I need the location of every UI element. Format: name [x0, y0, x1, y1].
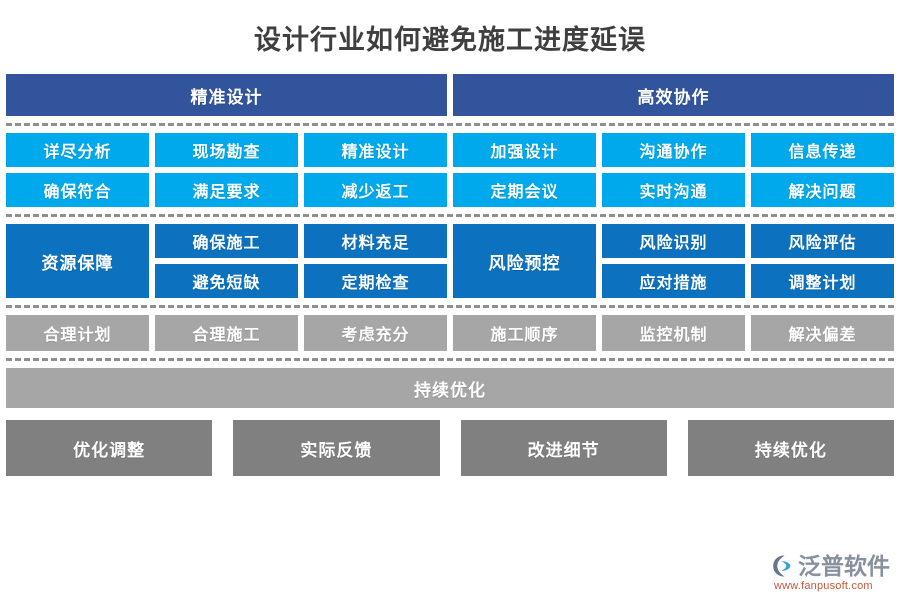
fanpu-logo-icon — [773, 555, 791, 577]
blue-half-left: 资源保障 确保施工 避免短缺 材料充足 定期检查 — [6, 224, 447, 298]
bottom-cell-continuous-optimization[interactable]: 持续优化 — [687, 420, 894, 476]
bottom-row: 优化调整 实际反馈 改进细节 持续优化 — [6, 420, 894, 476]
gray-cell-reasonable-construction[interactable]: 合理施工 — [155, 315, 298, 351]
gray-cell-reasonable-plan[interactable]: 合理计划 — [6, 315, 149, 351]
title-container: 设计行业如何避免施工进度延误 — [6, 0, 894, 74]
blue-cell-response-measures[interactable]: 应对措施 — [602, 264, 745, 298]
blue-cell-risk-assessment[interactable]: 风险评估 — [751, 224, 894, 258]
blue-right-col-2: 风险评估 调整计划 — [751, 224, 894, 298]
cyan-cell-site-survey[interactable]: 现场勘查 — [155, 133, 298, 167]
cyan-cell-information-transfer[interactable]: 信息传递 — [751, 133, 894, 167]
gray-banner: 持续优化 — [6, 368, 894, 408]
cyan-cell-reduce-rework[interactable]: 减少返工 — [304, 173, 447, 207]
gray-cell-monitoring-mechanism[interactable]: 监控机制 — [602, 315, 745, 351]
blue-cell-risk-identification[interactable]: 风险识别 — [602, 224, 745, 258]
blue-right-col-1: 风险识别 应对措施 — [602, 224, 745, 298]
cyan-cell-ensure-compliance[interactable]: 确保符合 — [6, 173, 149, 207]
cyan-cell-solve-problems[interactable]: 解决问题 — [751, 173, 894, 207]
cyan-right-col-2: 沟通协作 实时沟通 — [602, 133, 745, 207]
blue-cell-avoid-shortage[interactable]: 避免短缺 — [155, 264, 298, 298]
blue-half-right: 风险预控 风险识别 应对措施 风险评估 调整计划 — [453, 224, 894, 298]
cyan-right-col-3: 信息传递 解决问题 — [751, 133, 894, 207]
gray-row: 合理计划 合理施工 考虑充分 施工顺序 监控机制 解决偏差 — [6, 315, 894, 351]
bottom-cell-actual-feedback[interactable]: 实际反馈 — [233, 420, 440, 476]
cyan-cell-detailed-analysis[interactable]: 详尽分析 — [6, 133, 149, 167]
page-title: 设计行业如何避免施工进度延误 — [254, 24, 646, 55]
logo-watermark: 泛普软件 www.fanpusoft.com — [770, 553, 890, 592]
cyan-cell-precise-design[interactable]: 精准设计 — [304, 133, 447, 167]
cyan-cell-regular-meetings[interactable]: 定期会议 — [453, 173, 596, 207]
header-band: 精准设计 高效协作 — [6, 74, 894, 116]
gray-cell-resolve-deviation[interactable]: 解决偏差 — [751, 315, 894, 351]
cyan-cell-communication-collaboration[interactable]: 沟通协作 — [602, 133, 745, 167]
cyan-cell-strengthen-design[interactable]: 加强设计 — [453, 133, 596, 167]
blue-left-col-2: 材料充足 定期检查 — [304, 224, 447, 298]
banner-continuous-optimization[interactable]: 持续优化 — [6, 368, 894, 408]
blue-label-resource-guarantee[interactable]: 资源保障 — [6, 224, 149, 298]
cyan-cell-meet-requirements[interactable]: 满足要求 — [155, 173, 298, 207]
gray-cell-construction-sequence[interactable]: 施工顺序 — [453, 315, 596, 351]
blue-cell-sufficient-materials[interactable]: 材料充足 — [304, 224, 447, 258]
blue-left-col-1: 确保施工 避免短缺 — [155, 224, 298, 298]
cyan-left-col-2: 现场勘查 满足要求 — [155, 133, 298, 207]
separator-1 — [6, 123, 894, 126]
blue-label-risk-prevention[interactable]: 风险预控 — [453, 224, 596, 298]
gray-cell-full-consideration[interactable]: 考虑充分 — [304, 315, 447, 351]
separator-4 — [6, 358, 894, 361]
cyan-right-col-1: 加强设计 定期会议 — [453, 133, 596, 207]
cyan-half-right: 加强设计 定期会议 沟通协作 实时沟通 信息传递 解决问题 — [453, 133, 894, 207]
separator-3 — [6, 305, 894, 308]
cyan-block-row: 详尽分析 确保符合 现场勘查 满足要求 精准设计 减少返工 加强设计 定期会议 … — [6, 133, 894, 207]
blue-cell-adjust-plan[interactable]: 调整计划 — [751, 264, 894, 298]
cyan-left-col-1: 详尽分析 确保符合 — [6, 133, 149, 207]
cyan-cell-realtime-communication[interactable]: 实时沟通 — [602, 173, 745, 207]
header-bar-precise-design[interactable]: 精准设计 — [6, 74, 447, 116]
blue-cell-regular-inspection[interactable]: 定期检查 — [304, 264, 447, 298]
bottom-cell-optimization-adjustment[interactable]: 优化调整 — [6, 420, 213, 476]
cyan-half-left: 详尽分析 确保符合 现场勘查 满足要求 精准设计 减少返工 — [6, 133, 447, 207]
blue-block-row: 资源保障 确保施工 避免短缺 材料充足 定期检查 风险预控 风险识别 应对措施 … — [6, 224, 894, 298]
logo-url: www.fanpusoft.com — [774, 580, 873, 592]
bottom-cell-improve-details[interactable]: 改进细节 — [460, 420, 667, 476]
cyan-left-col-3: 精准设计 减少返工 — [304, 133, 447, 207]
logo-name: 泛普软件 — [798, 552, 890, 579]
header-bar-efficient-collaboration[interactable]: 高效协作 — [453, 74, 894, 116]
separator-2 — [6, 214, 894, 217]
logo-top-row: 泛普软件 — [770, 553, 890, 579]
blue-cell-ensure-construction[interactable]: 确保施工 — [155, 224, 298, 258]
